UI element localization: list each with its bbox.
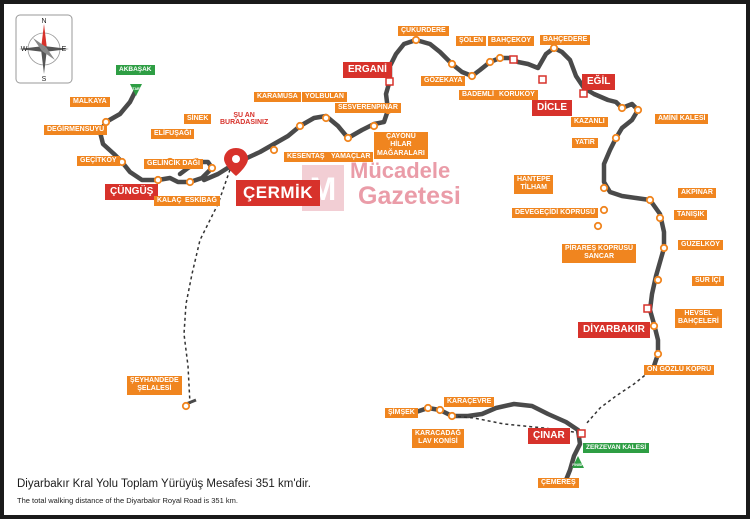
label-cukurdere: ÇUKURDERE <box>398 26 449 37</box>
label-sesverenpinar: SESVERENPINAR <box>335 103 401 114</box>
label-gelincik-dagi: GELİNCİK DAĞI <box>144 159 203 170</box>
label-eskibag: ESKİBAĞ <box>182 196 220 207</box>
label-simsek: ŞİMŞEK <box>385 408 418 419</box>
label-elifusagi: ELİFUŞAĞI <box>151 129 195 140</box>
label-gecitkoy: GEÇİTKÖY <box>77 156 120 167</box>
label-guzelkoy: GÜZELKÖY <box>678 240 723 251</box>
footer-distance-tr: Diyarbakır Kral Yolu Toplam Yürüyüş Mesa… <box>17 478 311 490</box>
compass-w: W <box>21 46 28 53</box>
label-karacevre: KARAÇEVRE <box>444 397 495 408</box>
label-diyarbakir: DİYARBAKIR <box>578 322 650 338</box>
label-yatir: YATIR <box>572 138 598 149</box>
label-egil: EĞİL <box>582 74 616 90</box>
svg-text:START: START <box>130 87 142 91</box>
label-kazanli: KAZANLI <box>571 117 608 128</box>
compass-e: E <box>62 46 67 53</box>
label-sur-ici: SUR İÇİ <box>692 276 724 287</box>
watermark-line-2: Gazetesi <box>358 182 461 210</box>
label-korukoy: KORUKÖY <box>496 90 538 101</box>
end-flag-icon: FINISH <box>572 456 584 468</box>
label-devegecidi-koprusu: DEVEGEÇİDİ KÖPRÜSÜ <box>512 208 599 219</box>
compass-s: S <box>42 76 47 83</box>
label-yamaclar: YAMAÇLAR <box>328 152 374 163</box>
current-location-label: ŞU AN BURADASINIZ <box>220 112 269 126</box>
label-malkaya: MALKAYA <box>70 97 110 108</box>
label-akpinar: AKPINAR <box>678 188 716 199</box>
dashed-connector <box>585 367 655 425</box>
label-on-gozlu-kopru: ON GÖZLÜ KÖPRÜ <box>644 365 715 376</box>
svg-text:FINISH: FINISH <box>572 463 584 467</box>
label-akbasak: AKBAŞAK <box>116 65 155 75</box>
label-bahcekoy: BAHÇEKÖY <box>488 36 535 47</box>
label-dicle: DİCLE <box>532 100 572 116</box>
label-degirmensuyu: DEĞİRMENSUYU <box>44 125 108 136</box>
map-frame: N S W E <box>4 4 746 515</box>
label-solen: ŞÖLEN <box>456 36 487 47</box>
label-sinek: SİNEK <box>184 114 212 125</box>
label-zerzevan-kalesi: ZERZEVAN KALESİ <box>583 443 650 453</box>
label-cermik: ÇERMİK <box>236 180 321 207</box>
label-bahcedere: BAHÇEDERE <box>540 35 591 46</box>
dashed-connector <box>183 163 233 405</box>
label-gozekaya: GÖZEKAYA <box>421 76 466 87</box>
label-karamusa: KARAMUSA <box>254 92 301 103</box>
label-cungus: ÇÜNGÜŞ <box>105 184 159 200</box>
route-line-south <box>413 401 583 483</box>
label-bademli: BADEMLİ <box>459 90 497 101</box>
town-markers <box>385 55 652 438</box>
label-ergani: ERGANİ <box>343 62 392 78</box>
compass-n: N <box>41 18 46 25</box>
label-kesentas: KESENTAŞ <box>284 152 328 163</box>
compass-rose-icon <box>15 14 73 84</box>
location-pin-icon <box>224 148 248 176</box>
label-tanisik: TANIŞIK <box>674 210 708 221</box>
footer-distance-en: The total walking distance of the Diyarb… <box>17 496 238 505</box>
label-yolbulan: YOLBULAN <box>302 92 347 103</box>
start-flag-icon: START <box>130 84 143 96</box>
label-cinar: ÇINAR <box>528 428 570 444</box>
label-cemeres: ÇEMEREŞ <box>538 478 579 489</box>
label-amini-kalesi: AMİNİ KALESİ <box>655 114 709 125</box>
label-kalac: KALAÇ <box>154 196 185 207</box>
